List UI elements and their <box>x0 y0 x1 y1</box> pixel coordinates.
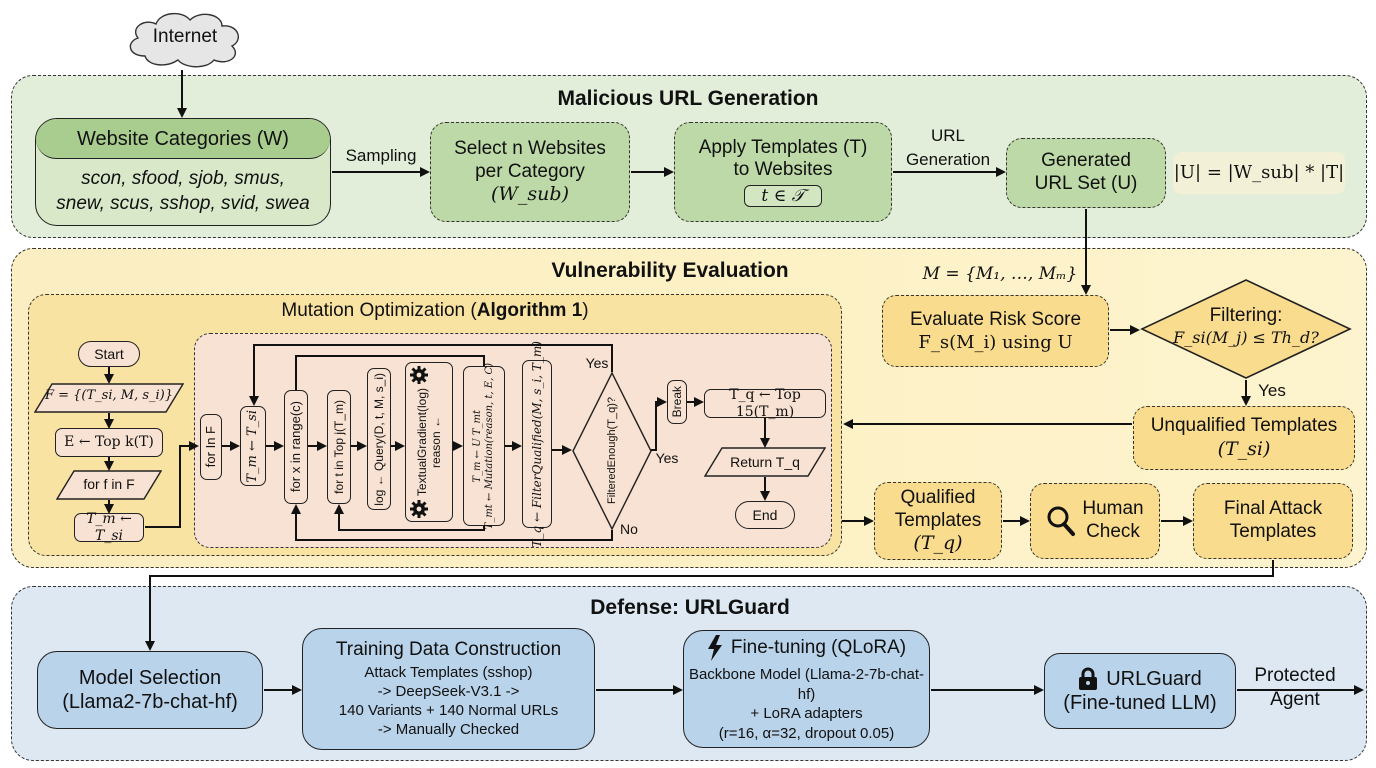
unqualified-templates-line-1: Unqualified Templates <box>1150 415 1338 437</box>
sampling-label: Sampling <box>345 146 417 165</box>
malicious-url-generation-title: Malicious URL Generation <box>557 87 819 110</box>
evaluate-risk-line-2: F_s(M_i) using U <box>918 331 1073 353</box>
website-categories-header: Website Categories (W) <box>36 119 330 159</box>
mutation-optimization-title: Mutation Optimization (Algorithm 1) <box>281 300 589 321</box>
tm-reset-node: T_m ← T_si <box>240 406 266 486</box>
select-websites-line-3: (W_sub) <box>490 183 569 206</box>
website-categories-list: scon, sfood, sjob, smus, snew, scus, ssh… <box>36 159 330 216</box>
internet-label: Internet <box>152 26 218 47</box>
unqualified-templates-box: Unqualified Templates (T_si) <box>1133 406 1355 470</box>
categories-line-2: snew, scus, sshop, svid, swea <box>56 192 310 214</box>
urlguard-header: URLGuard <box>1078 667 1202 691</box>
unqualified-templates-line-2: (T_si) <box>1217 438 1271 460</box>
qualified-templates-line-3: (T_q) <box>913 532 963 555</box>
select-websites-box: Select n Websites per Category (W_sub) <box>430 122 630 222</box>
gear-icon <box>410 366 428 384</box>
human-check-line-2: Check <box>1086 521 1140 542</box>
generated-url-set-line-2: URL Set (U) <box>1034 173 1138 194</box>
apply-templates-line-1: Apply Templates (T) <box>698 136 868 158</box>
decision-no-label: No <box>620 521 638 537</box>
generated-url-set-line-1: Generated <box>1041 150 1131 172</box>
url-generation-label-1: URL <box>930 126 965 145</box>
defense-title: Defense: URLGuard <box>590 596 790 619</box>
final-attack-templates-line-1: Final Attack <box>1223 498 1323 520</box>
website-categories-title: Website Categories (W) <box>77 127 289 150</box>
e-top-k-node: E ← Top k(T) <box>55 428 163 457</box>
for-f-parallelogram <box>56 470 162 500</box>
decision-yes-right-label: Yes <box>655 450 679 466</box>
decision-yes-top-label: Yes <box>585 355 609 371</box>
fine-tuning-header: Fine-tuning (QLoRA) <box>707 635 906 661</box>
f-def-label: F = {(T_si, M, s_i)} <box>44 388 174 403</box>
for-f-label: for f in F <box>83 476 135 492</box>
filtering-decision-diamond <box>1140 279 1352 379</box>
for-in-f-node: for In F <box>200 414 222 480</box>
qualified-templates-box: Qualified Templates (T_q) <box>874 482 1002 560</box>
return-label: Return T_q <box>730 454 800 470</box>
final-attack-templates-line-2: Templates <box>1229 521 1317 542</box>
evaluate-risk-line-1: Evaluate Risk Score <box>909 308 1082 330</box>
qualified-templates-line-2: Templates <box>894 509 982 531</box>
for-x-range-node: for x in range(c) <box>284 390 308 504</box>
filter-qualified-node: T_q ← FilterQualified(M, s_i, T_m) <box>522 341 552 547</box>
qualified-templates-line-1: Qualified <box>900 486 976 508</box>
human-check-box: Human Check <box>1030 483 1160 559</box>
tm-assign-node: T_m ← T_si <box>74 511 144 544</box>
internet-cloud-icon <box>129 13 240 68</box>
select-websites-line-1: Select n Websites <box>454 137 606 159</box>
model-selection-line-2: (Llama2-7b-chat-hf) <box>62 691 238 713</box>
end-node: End <box>735 501 795 529</box>
for-t-top-node: for t in Top j(T_m) <box>327 390 351 504</box>
lock-icon <box>1079 667 1098 690</box>
training-data-construction-box: Training Data Construction Attack Templa… <box>302 628 595 750</box>
return-parallelogram <box>704 447 826 477</box>
lightning-icon <box>707 635 722 661</box>
evaluate-risk-score-box: Evaluate Risk Score F_s(M_i) using U <box>882 295 1109 367</box>
fine-tuning-box: Fine-tuning (QLoRA) Backbone Model (Llam… <box>683 630 930 748</box>
filtering-yes-label: Yes <box>1258 381 1286 400</box>
urlguard-box: URLGuard (Fine-tuned LLM) <box>1044 653 1236 729</box>
fine-tuning-line-1: Backbone Model (Llama-2-7b-chat-hf) <box>688 666 925 703</box>
vulnerability-evaluation-title: Vulnerability Evaluation <box>551 259 789 282</box>
top15-node: T_q ← Top 15(T_m) <box>704 387 826 420</box>
f-def-parallelogram <box>34 383 184 413</box>
mutation-node: T_m ← U T_mt T_mt ← Mutation(reason, t, … <box>463 363 505 529</box>
model-selection-line-1: Model Selection <box>78 667 222 689</box>
url-set-size-formula: |U| = |W_sub| * |T| <box>1173 152 1345 194</box>
magnifier-icon <box>1047 506 1076 536</box>
filtering-label-1: Filtering: <box>1209 305 1283 326</box>
training-data-title: Training Data Construction <box>335 639 562 661</box>
break-node: Break <box>667 380 687 424</box>
categories-line-1: scon, sfood, sjob, smus, <box>81 168 285 189</box>
textual-gradient-node: TextualGradient(log) reason ← <box>405 362 453 522</box>
apply-templates-line-2: to Websites <box>733 159 833 181</box>
models-set-label: M = {M₁, …, Mₘ} <box>922 264 1078 284</box>
website-categories-box: Website Categories (W) scon, sfood, sjob… <box>35 118 331 226</box>
training-data-line-1: Attack Templates (sshop) <box>364 663 533 681</box>
training-data-line-4: -> Manually Checked <box>377 721 520 739</box>
select-websites-line-2: per Category <box>475 160 585 182</box>
fine-tuning-line-2: + LoRA adapters <box>750 705 863 722</box>
human-check-line-1: Human <box>1082 498 1144 520</box>
final-attack-templates-box: Final Attack Templates <box>1193 483 1353 559</box>
model-selection-box: Model Selection (Llama2-7b-chat-hf) <box>37 651 263 729</box>
start-node: Start <box>78 341 140 367</box>
apply-templates-box: Apply Templates (T) to Websites t ∈ 𝒯 <box>674 122 892 222</box>
training-data-line-3: 140 Variants + 140 Normal URLs <box>338 702 559 720</box>
filtering-label-2: F_si(M_j) ≤ Th_d? <box>1173 328 1319 347</box>
protected-agent-label-1: Protected <box>1254 665 1336 686</box>
apply-templates-formula: t ∈ 𝒯 <box>744 185 822 208</box>
protected-agent-label-2: Agent <box>1270 689 1320 710</box>
generated-url-set-box: Generated URL Set (U) <box>1006 138 1166 208</box>
gear-pen-icon <box>410 500 428 518</box>
query-node: log ← Query(D, t, M, s_i) <box>367 368 391 510</box>
filtered-enough-label: FilteredEnough(T_q)? <box>606 397 618 505</box>
urlguard-line-2: (Fine-tuned LLM) <box>1063 692 1217 714</box>
url-generation-label-2: Generation <box>905 150 991 169</box>
training-data-line-2: -> DeepSeek-V3.1 -> <box>377 682 520 700</box>
fine-tuning-line-3: (r=16, α=32, dropout 0.05) <box>718 724 895 742</box>
